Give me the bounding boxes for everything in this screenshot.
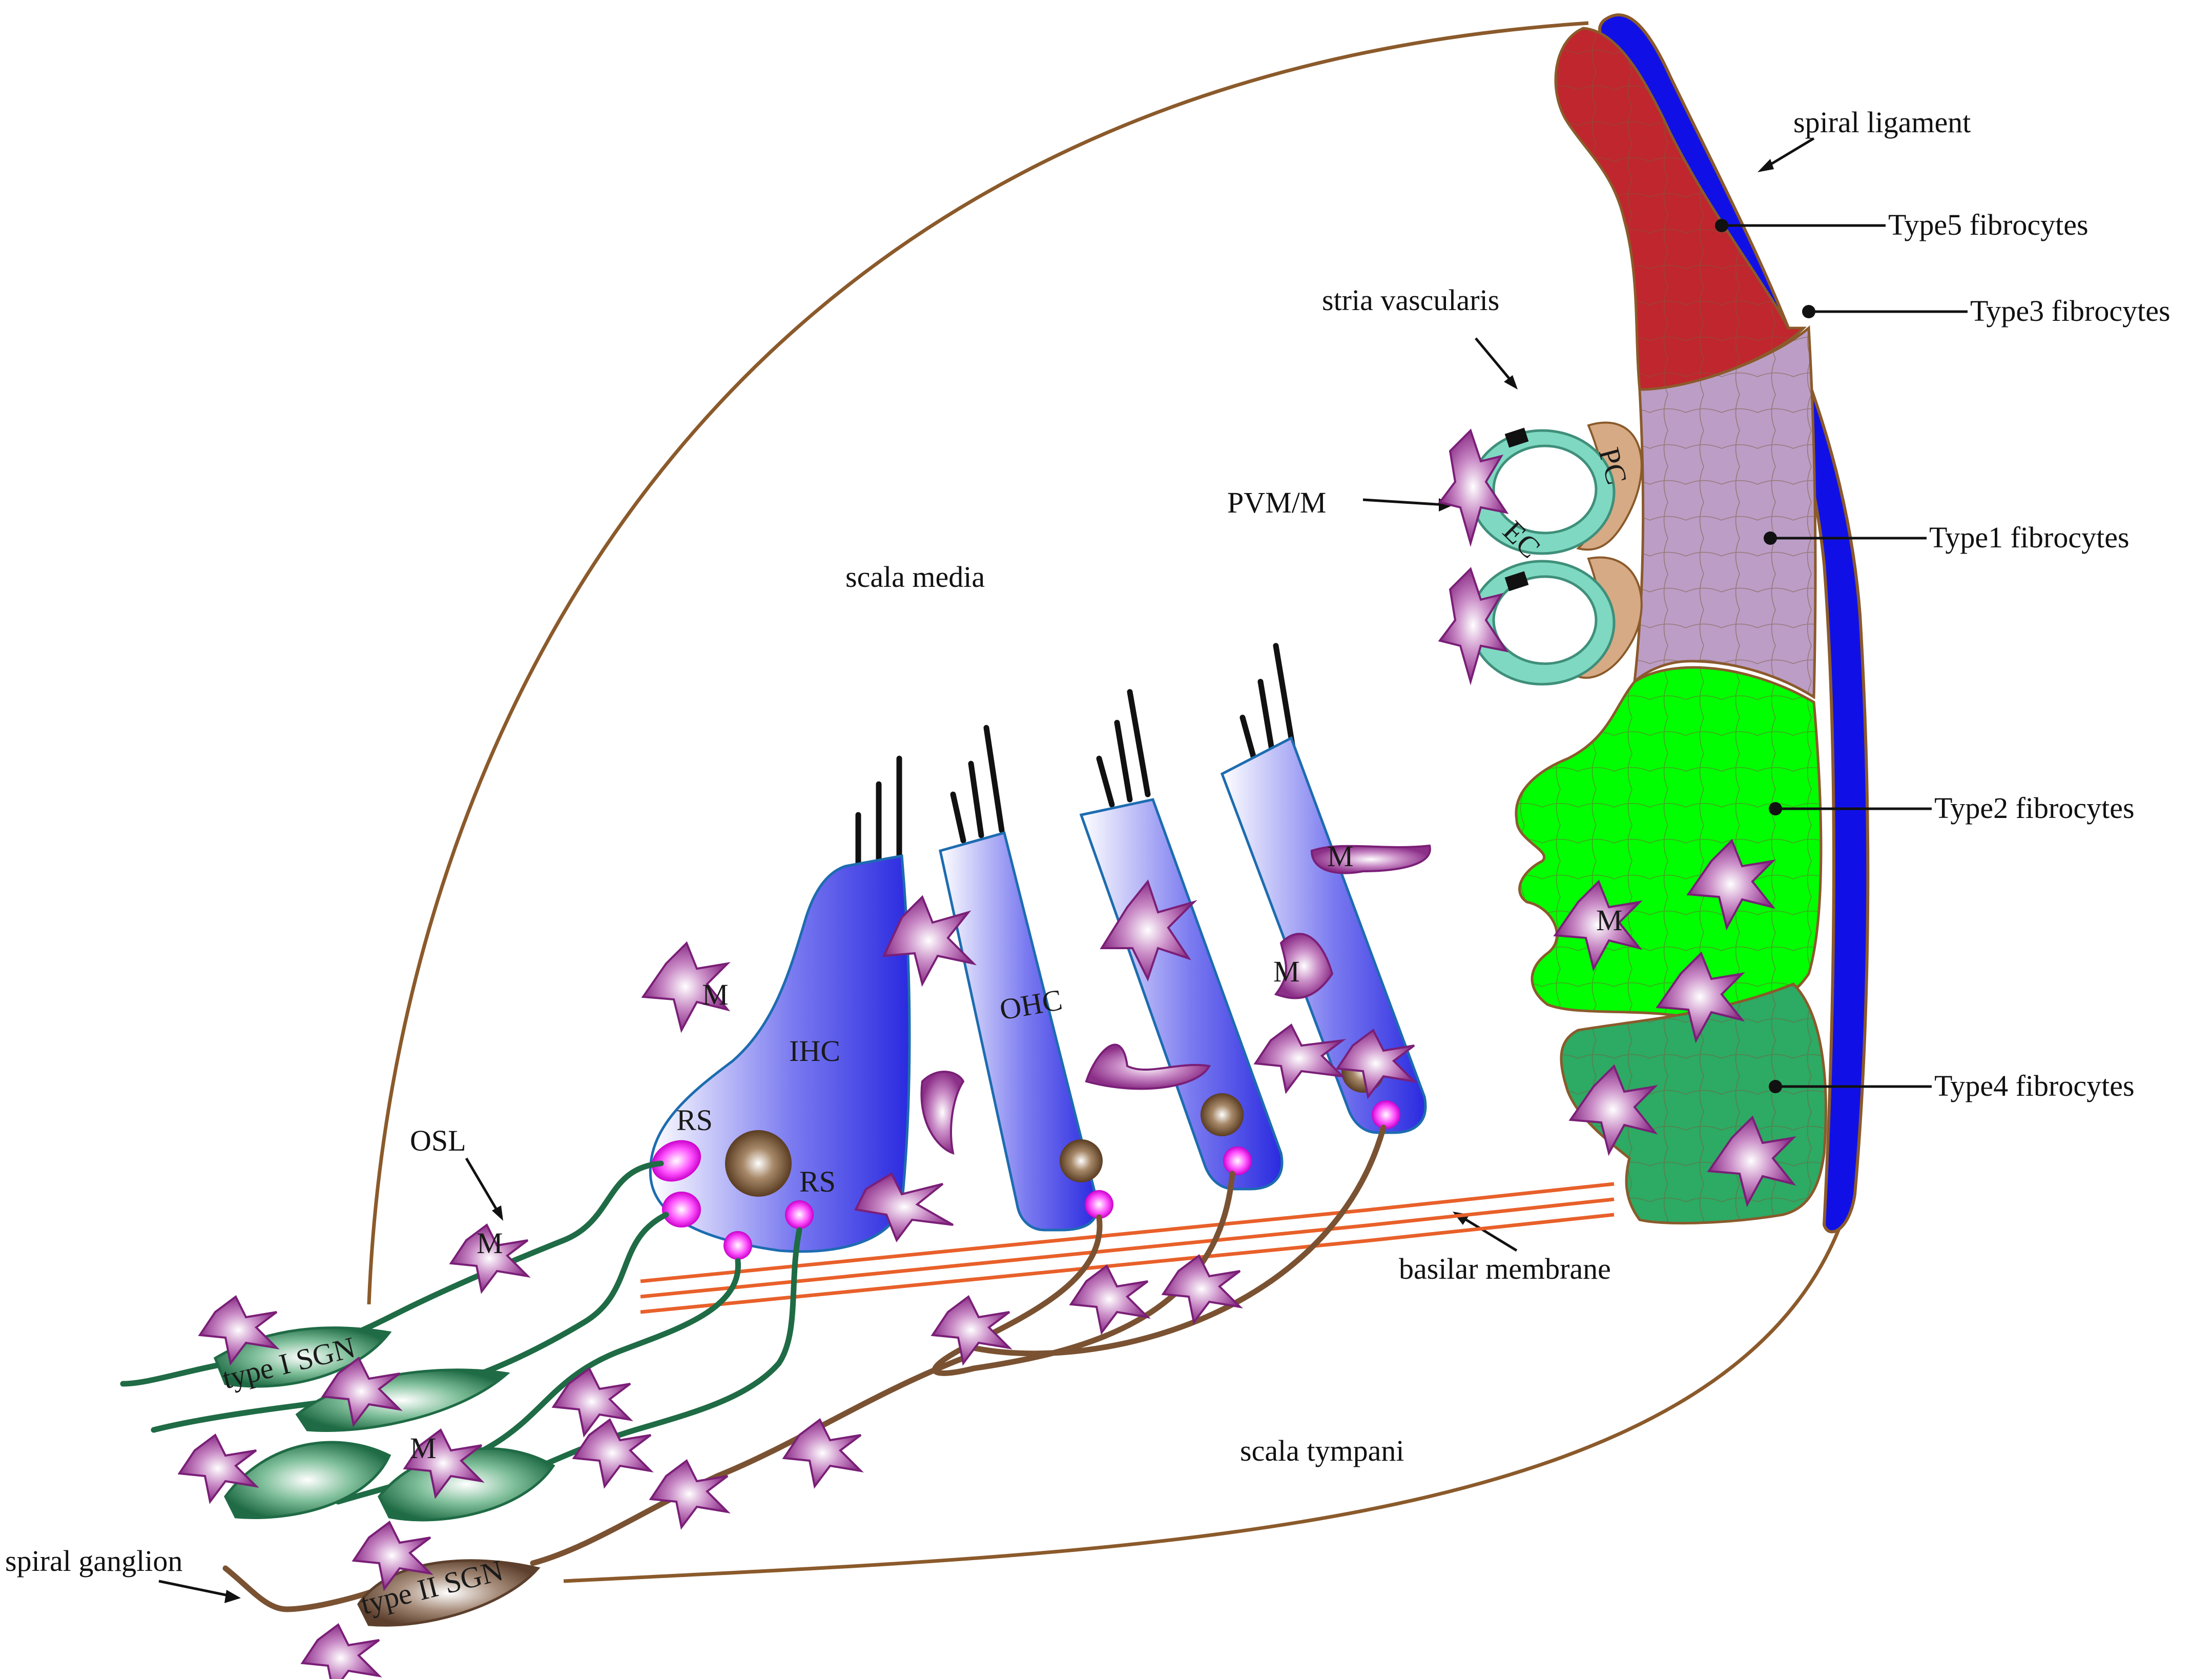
scala-media-boundary — [367, 21, 1589, 1305]
tight-junction-upper — [1504, 427, 1529, 448]
label-basilar-membrane: basilar membrane — [1399, 1252, 1611, 1285]
label-m-1: M — [702, 978, 729, 1011]
type4-dot — [1769, 1080, 1782, 1093]
label-spiral-ganglion: spiral ganglion — [5, 1544, 182, 1578]
scala-tympani-boundary — [563, 1226, 1842, 1583]
capillary-lower — [1469, 556, 1643, 686]
label-m-2: M — [1327, 839, 1354, 873]
label-pvm-m: PVM/M — [1227, 486, 1326, 519]
type3-dot — [1802, 305, 1815, 318]
outer-hair-cell-2 — [1079, 798, 1284, 1191]
tight-junction-lower — [1504, 571, 1529, 591]
stereocilia — [855, 643, 1297, 869]
pvm-m-arrow — [1362, 498, 1453, 511]
ohc2-nucleus — [1201, 1093, 1244, 1136]
type2-fibers — [222, 1124, 1387, 1612]
capillary-upper — [1469, 421, 1643, 555]
label-stria-vascularis: stria vascularis — [1322, 283, 1499, 317]
spiral-ligament-arrow — [1758, 137, 1815, 172]
label-type4: Type4 fibrocytes — [1934, 1069, 2135, 1102]
type5-texture — [1556, 28, 1804, 390]
type5-dot — [1715, 219, 1728, 232]
type2-dot — [1769, 802, 1782, 815]
ihc-nucleus — [725, 1130, 792, 1197]
label-type5: Type5 fibrocytes — [1888, 208, 2089, 241]
stria-vascularis-arrow — [1475, 337, 1518, 390]
label-ihc: IHC — [789, 1034, 840, 1068]
label-type3: Type3 fibrocytes — [1970, 294, 2170, 327]
macrophages — [177, 428, 1796, 1679]
label-m-4: M — [1596, 904, 1623, 937]
type1-dot — [1764, 531, 1777, 545]
label-m-6: M — [410, 1431, 437, 1465]
label-type1: Type1 fibrocytes — [1929, 521, 2130, 554]
type2-texture — [1516, 667, 1821, 1017]
label-m-5: M — [477, 1226, 503, 1260]
label-osl: OSL — [410, 1124, 466, 1157]
capillary-lumen-lower — [1492, 575, 1598, 665]
spiral-ganglion-arrow — [158, 1580, 241, 1603]
ribbon-synapses — [651, 1100, 1400, 1260]
label-scala-tympani: scala tympani — [1240, 1434, 1404, 1467]
label-m-3: M — [1273, 955, 1300, 988]
capillary-lumen-upper — [1492, 444, 1598, 535]
type1-sgn-cells — [213, 1326, 555, 1522]
label-rs-1: RS — [676, 1103, 713, 1137]
type1-texture — [1635, 328, 1815, 697]
label-rs-2: RS — [799, 1165, 836, 1198]
label-scala-media: scala media — [845, 560, 985, 593]
type2-sgn-cell — [357, 1559, 541, 1627]
ohc1-nucleus — [1060, 1139, 1103, 1182]
osl-arrow — [465, 1157, 503, 1221]
label-spiral-ligament: spiral ligament — [1793, 106, 1971, 139]
label-type2: Type2 fibrocytes — [1934, 791, 2135, 825]
